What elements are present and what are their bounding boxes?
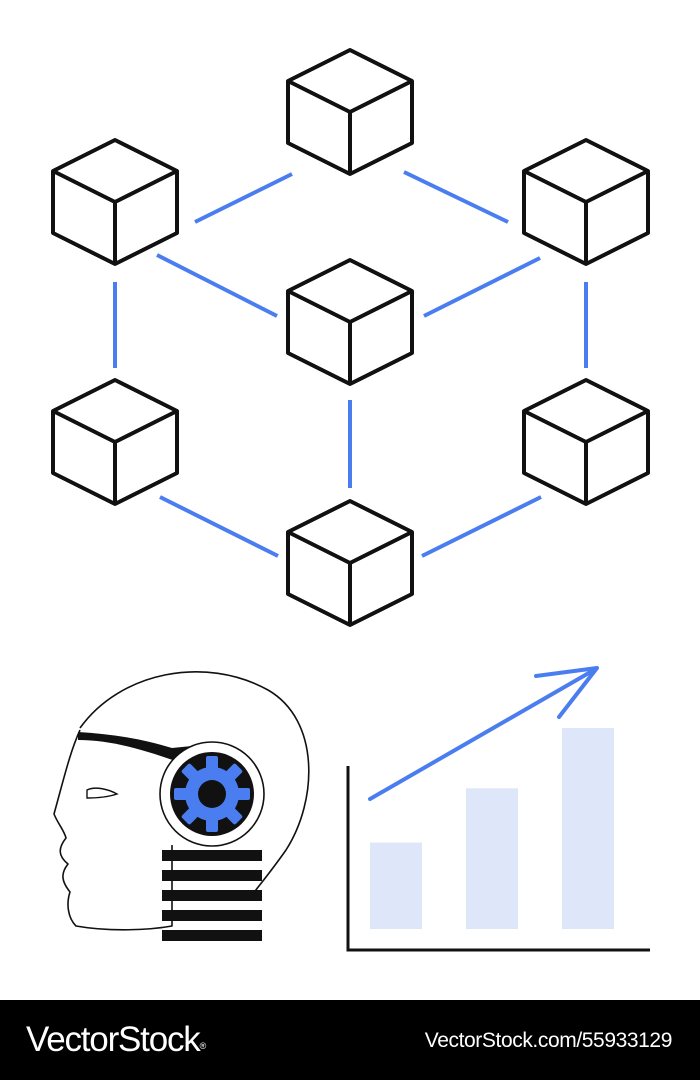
eye-icon	[86, 787, 119, 799]
face-profile	[53, 729, 173, 931]
brand-name: VectorStock	[26, 1020, 201, 1059]
illustration-canvas	[51, 48, 650, 952]
cube-icon	[286, 48, 414, 176]
connector-line	[423, 256, 541, 318]
network-connectors	[113, 170, 588, 558]
cube-icon	[286, 499, 414, 627]
upward-arrow-icon	[368, 666, 599, 801]
cube-icon	[522, 138, 650, 266]
helmet-outline	[79, 671, 310, 896]
cube-icon	[51, 378, 179, 506]
connector-line	[156, 253, 278, 318]
cube-icon	[522, 378, 650, 506]
cube-icon	[286, 258, 414, 386]
connector-line	[194, 172, 293, 224]
connector-line	[403, 170, 509, 224]
chart-axes	[346, 766, 650, 952]
connector-line	[159, 495, 279, 558]
growth-bar	[466, 788, 518, 929]
gear-icon	[174, 756, 250, 832]
neck-stripes	[162, 850, 262, 941]
growth-bar	[370, 842, 422, 929]
image-id: VectorStock.com/55933129	[424, 1029, 673, 1052]
registered-mark: ®	[199, 1041, 207, 1051]
robot-head-icon	[53, 671, 310, 941]
growth-bar	[562, 728, 614, 929]
visor-band	[78, 732, 197, 764]
brand-logo: VectorStock®	[26, 1018, 207, 1062]
footer-bar: VectorStock® VectorStock.com/55933129	[0, 1000, 700, 1080]
cube-icon	[51, 138, 179, 266]
growth-bars	[370, 728, 614, 929]
connector-line	[421, 495, 542, 558]
blockchain-network-icon	[51, 48, 650, 627]
growth-bar-chart-icon	[346, 666, 650, 952]
